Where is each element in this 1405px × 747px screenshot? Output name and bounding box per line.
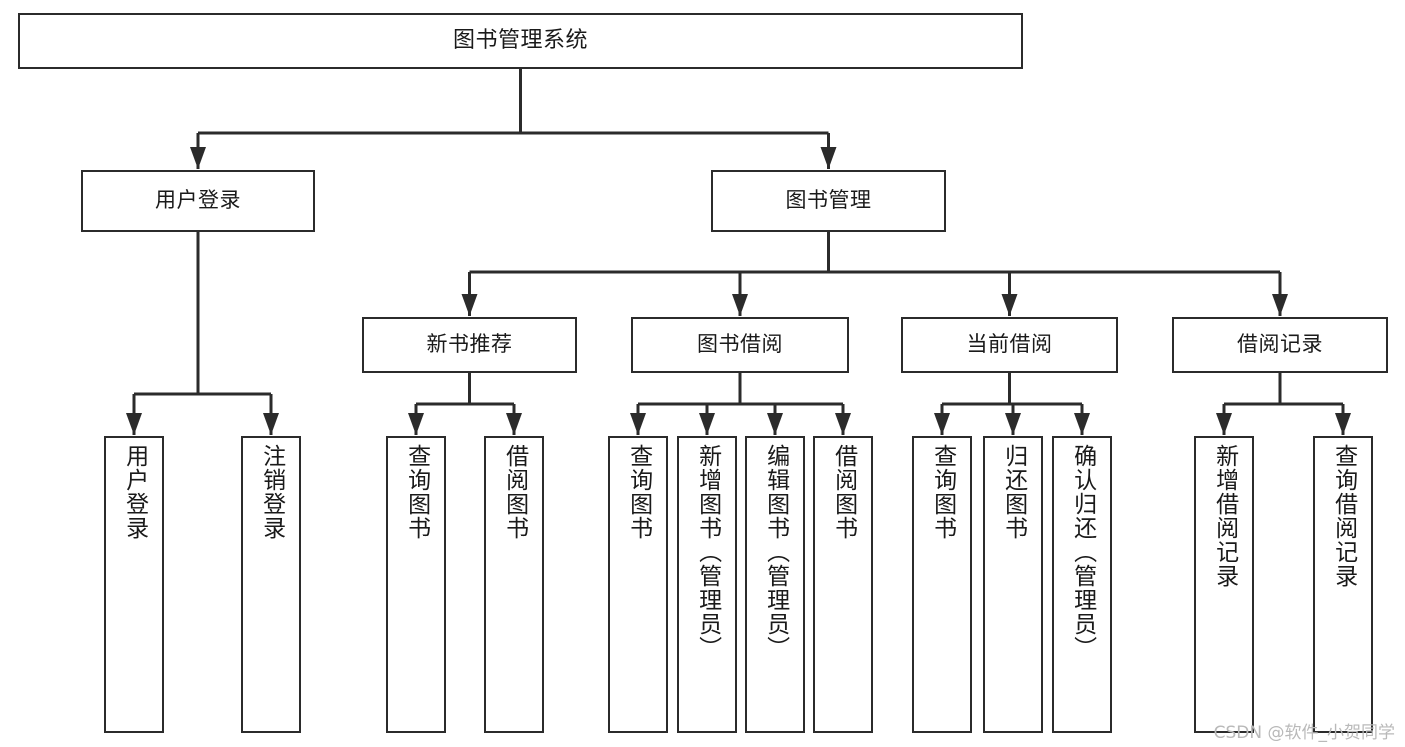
node-current-borrow[interactable]: 当前借阅 [901,317,1118,373]
node-book-manage[interactable]: 图书管理 [711,170,946,232]
node-label: 新书推荐 [426,332,513,357]
node-label: 注销登录 [258,444,285,540]
node-label: 借阅图书 [501,444,528,540]
node-book-borrow[interactable]: 图书借阅 [631,317,849,373]
node-leaf-add-book-admin[interactable]: 新增图书（管理员） [677,436,737,733]
node-leaf-query-book-borrow[interactable]: 查询图书 [608,436,668,733]
node-leaf-user-logout[interactable]: 注销登录 [241,436,301,733]
node-label: 图书管理系统 [452,27,588,53]
node-label: 确认归还（管理员） [1069,444,1096,660]
node-label: 借阅图书 [830,444,857,540]
node-leaf-user-login[interactable]: 用户登录 [104,436,164,733]
node-label: 新增图书（管理员） [694,444,721,660]
node-label: 用户登录 [121,444,148,540]
node-leaf-edit-book-admin[interactable]: 编辑图书（管理员） [745,436,805,733]
node-label: 查询借阅记录 [1330,444,1357,588]
node-label: 编辑图书（管理员） [762,444,789,660]
node-leaf-confirm-return-admin[interactable]: 确认归还（管理员） [1052,436,1112,733]
node-user-login[interactable]: 用户登录 [81,170,315,232]
node-leaf-query-book-rec[interactable]: 查询图书 [386,436,446,733]
node-label: 查询图书 [403,444,430,540]
node-label: 图书借阅 [697,332,783,357]
node-new-book-recommend[interactable]: 新书推荐 [362,317,577,373]
node-label: 查询图书 [625,444,652,540]
node-label: 归还图书 [1000,444,1027,540]
node-leaf-borrow-book[interactable]: 借阅图书 [813,436,873,733]
node-label: 新增借阅记录 [1211,444,1238,588]
node-borrow-record[interactable]: 借阅记录 [1172,317,1388,373]
node-leaf-add-borrow-record[interactable]: 新增借阅记录 [1194,436,1254,733]
node-leaf-query-borrow-record[interactable]: 查询借阅记录 [1313,436,1373,733]
node-root[interactable]: 图书管理系统 [18,13,1023,69]
node-leaf-return-book[interactable]: 归还图书 [983,436,1043,733]
node-leaf-query-book-current[interactable]: 查询图书 [912,436,972,733]
node-label: 用户登录 [155,188,241,213]
node-label: 当前借阅 [966,332,1053,357]
node-label: 借阅记录 [1237,332,1323,357]
node-leaf-borrow-book-rec[interactable]: 借阅图书 [484,436,544,733]
node-label: 查询图书 [929,444,956,540]
node-label: 图书管理 [785,188,872,213]
